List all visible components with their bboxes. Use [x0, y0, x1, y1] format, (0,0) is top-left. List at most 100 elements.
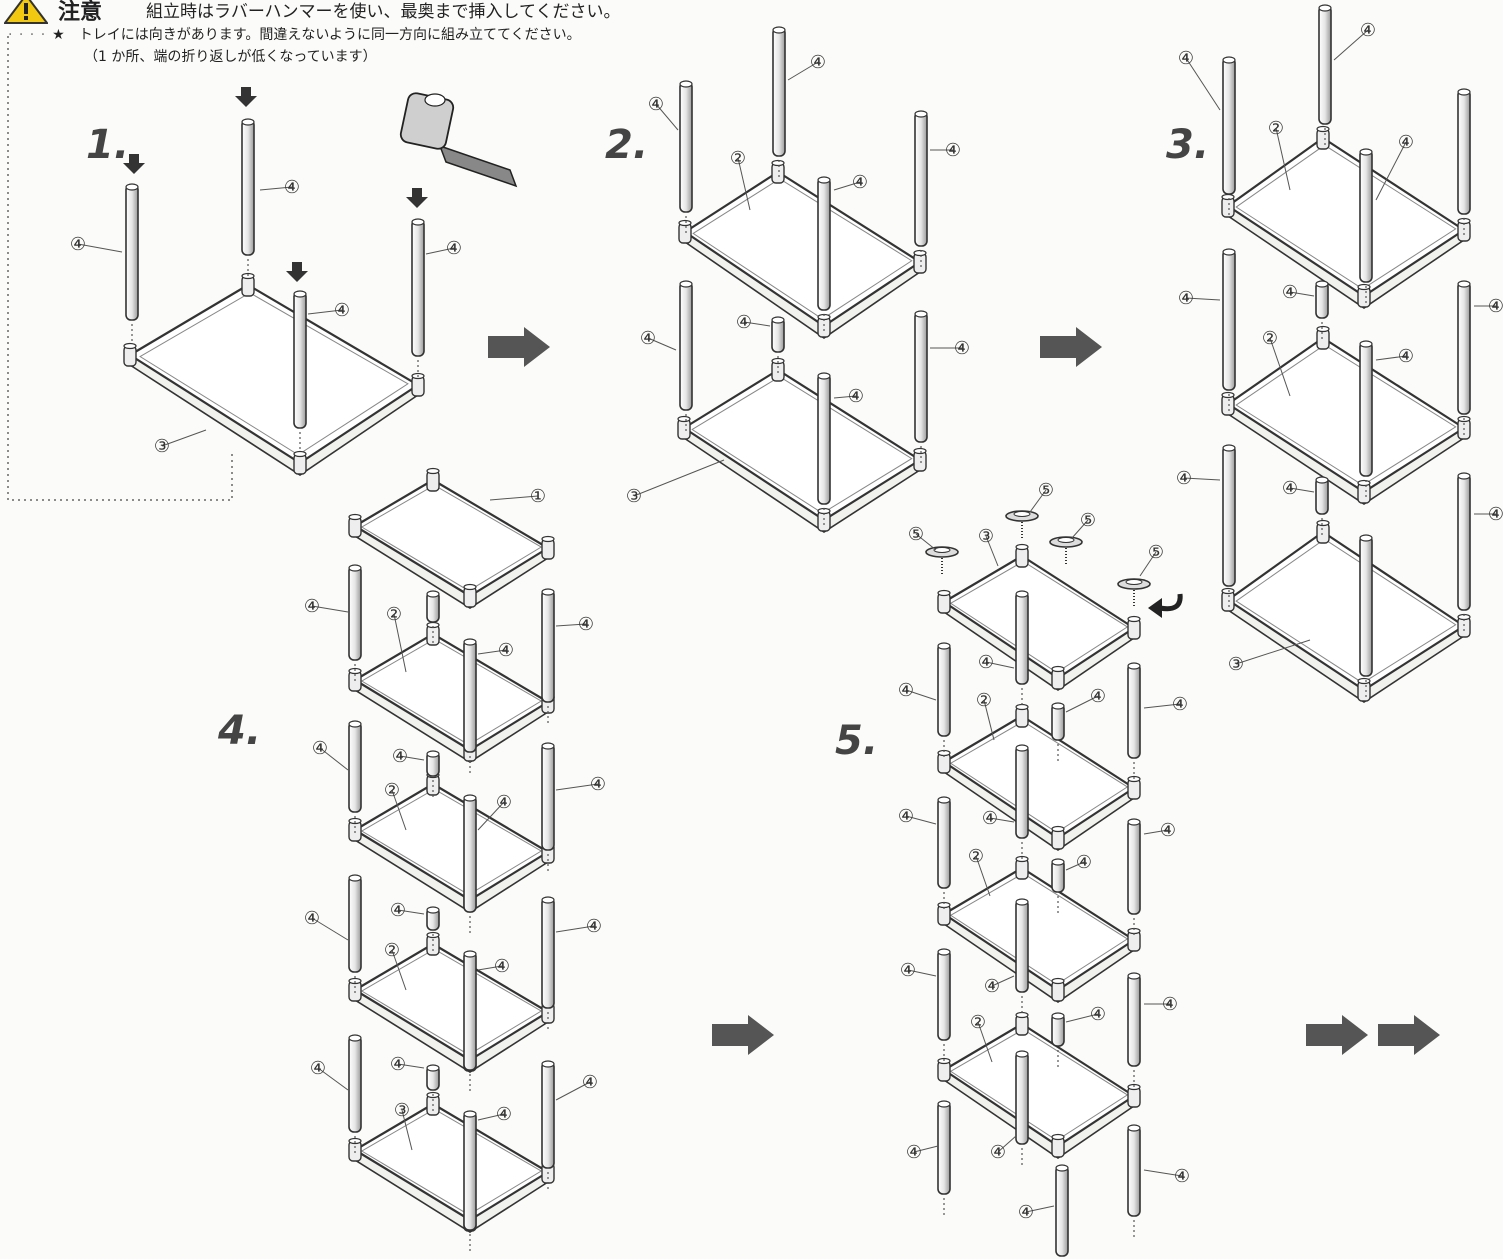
svg-text:③: ③ — [154, 436, 170, 457]
label-4-s3h: ④ — [1282, 478, 1315, 499]
label-4-s3c: ④ — [1375, 132, 1414, 201]
svg-text:③: ③ — [626, 486, 642, 507]
step4-pole-right-4 — [541, 1060, 555, 1190]
step3-pole-7 — [1457, 280, 1471, 436]
svg-text:④: ④ — [1090, 1004, 1106, 1025]
step5-pole-right-1 — [1127, 662, 1141, 780]
step5-pole-front-4 — [1055, 1164, 1069, 1257]
step3-pole-8 — [1359, 340, 1373, 498]
step4-pole-left-3 — [348, 874, 362, 994]
svg-text:④: ④ — [1398, 132, 1414, 153]
label-3-step1: ③ — [154, 429, 207, 457]
step4-pole-front-2 — [463, 794, 477, 934]
notice-banner: 注意 組立時はラバーハンマーを使い、最奥まで挿入してください。 · · · ·★… — [0, 0, 1503, 80]
svg-text:④: ④ — [898, 680, 914, 701]
svg-text:②: ② — [970, 1012, 986, 1033]
svg-text:④: ④ — [1160, 820, 1176, 841]
twist-arrow-icon — [1148, 593, 1183, 618]
svg-text:④: ④ — [954, 338, 970, 359]
step5-pole-left-4 — [937, 1100, 951, 1216]
svg-text:④: ④ — [982, 808, 998, 829]
svg-text:⑤: ⑤ — [908, 524, 924, 545]
step-1-label: 1. — [86, 122, 129, 168]
step5-caster-2 — [1005, 510, 1039, 538]
svg-text:④: ④ — [334, 300, 350, 321]
svg-text:④: ④ — [1178, 288, 1194, 309]
notice-title: 注意 — [58, 0, 103, 25]
step3-shelf-2a — [1221, 125, 1471, 309]
label-4-s4j: ④ — [555, 916, 602, 937]
svg-text:④: ④ — [984, 976, 1000, 997]
next-step-arrow-4 — [1306, 1015, 1368, 1055]
label-4-s5j: ④ — [984, 975, 1015, 997]
svg-text:④: ④ — [446, 238, 462, 259]
svg-text:④: ④ — [1488, 504, 1503, 525]
label-4-s4i: ④ — [390, 900, 425, 921]
step3-pole-12 — [1359, 534, 1373, 698]
svg-text:④: ④ — [1360, 20, 1376, 41]
step5-pole-left-2 — [937, 796, 951, 910]
next-step-arrow-5 — [1378, 1015, 1440, 1055]
label-4-s4a: ④ — [304, 596, 349, 617]
dotted-leader: · · · · — [8, 27, 47, 43]
svg-text:②: ② — [386, 604, 402, 625]
svg-text:④: ④ — [496, 1104, 512, 1125]
svg-text:④: ④ — [736, 312, 752, 333]
next-step-arrow-2 — [1040, 327, 1102, 367]
svg-text:④: ④ — [312, 738, 328, 759]
label-5-b: ⑤ — [1029, 480, 1054, 513]
label-2-s5b: ② — [968, 846, 991, 897]
step5-pole-right-3 — [1127, 972, 1141, 1088]
label-4-s4l: ④ — [310, 1058, 349, 1091]
step1-shelf-3 — [123, 272, 425, 476]
svg-text:④: ④ — [284, 177, 300, 198]
svg-text:④: ④ — [978, 652, 994, 673]
label-4-s2f: ④ — [736, 312, 771, 333]
step4-pole-right-1 — [541, 588, 555, 724]
step5-shelf-2a — [937, 703, 1141, 851]
step4-pole-front-1 — [463, 638, 477, 774]
label-3-s3: ③ — [1228, 639, 1311, 675]
step4-pole-back-3 — [426, 906, 440, 952]
shelves-layer — [123, 125, 1471, 1233]
label-3-s5: ③ — [978, 526, 999, 567]
label-4-s2d: ④ — [833, 172, 868, 193]
label-4-s4b: ④ — [555, 614, 594, 635]
svg-text:④: ④ — [640, 328, 656, 349]
svg-text:④: ④ — [1282, 282, 1298, 303]
svg-text:④: ④ — [70, 234, 86, 255]
step4-pole-back-4 — [426, 1064, 440, 1112]
label-4-s2a: ④ — [648, 94, 679, 131]
step4-pole-right-3 — [541, 896, 555, 1030]
step5-caster-4 — [1117, 578, 1151, 606]
step4-shelf-2a — [348, 621, 555, 763]
label-4-s4k: ④ — [477, 956, 510, 977]
label-4-s3b: ④ — [1333, 20, 1376, 61]
poles-layer — [125, 4, 1471, 1257]
step5-shelf-3 — [937, 543, 1141, 691]
warning-icon — [4, 0, 48, 24]
svg-text:④: ④ — [1076, 852, 1092, 873]
step1-pole-front — [293, 290, 307, 450]
svg-text:②: ② — [730, 148, 746, 169]
label-3-s2: ③ — [626, 459, 725, 507]
label-4-s5c: ④ — [1065, 686, 1106, 713]
step4-shelf-1 — [348, 467, 555, 609]
step-labels-layer: 1.2.3.4.5. — [86, 122, 1209, 764]
svg-text:④: ④ — [1398, 346, 1414, 367]
step1-pole-back — [241, 118, 255, 277]
step3-pole-3 — [1457, 88, 1471, 236]
next-step-arrow-3 — [712, 1015, 774, 1055]
svg-text:⑤: ⑤ — [1148, 542, 1164, 563]
step4-pole-right-2 — [541, 742, 555, 872]
step2-pole-1 — [679, 80, 693, 234]
step2-pole-8 — [817, 372, 831, 526]
svg-text:②: ② — [968, 846, 984, 867]
svg-text:④: ④ — [1162, 994, 1178, 1015]
step4-shelf-3 — [348, 1091, 555, 1233]
step5-caster-3 — [1049, 536, 1083, 564]
step4-pole-front-3 — [463, 950, 477, 1092]
svg-text:⑤: ⑤ — [1080, 510, 1096, 531]
note-line-2: （1 か所、端の折り返しが低くなっています） — [84, 49, 377, 65]
svg-text:④: ④ — [1178, 48, 1194, 69]
